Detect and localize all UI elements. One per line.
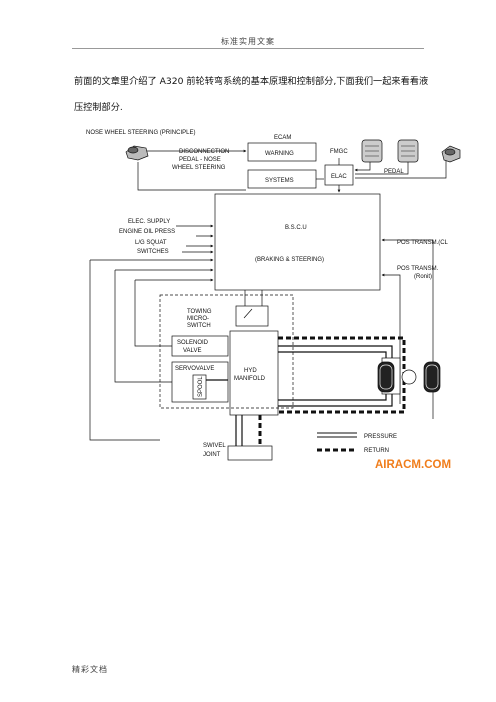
switches-label: SWITCHES — [137, 249, 169, 255]
towing-switch-box — [235, 305, 269, 327]
nose-wheel-hub — [401, 369, 417, 385]
tiller-left-icon — [125, 145, 149, 161]
tiller-right-icon — [441, 145, 461, 163]
diagram-title: NOSE WHEEL STEERING (PRINCIPLE) — [86, 130, 195, 136]
swivel-label: SWIVEL — [203, 443, 226, 449]
spool-label: SPOOL — [198, 376, 204, 397]
elac-label: ELAC — [331, 174, 347, 180]
ecam-label: ECAM — [274, 135, 291, 141]
manifold-label: MANIFOLD — [234, 376, 266, 382]
disconnection-label-2: PEDAL - NOSE — [179, 157, 221, 163]
solenoid-label-2: VALVE — [183, 348, 201, 354]
joint-label: JOINT — [203, 452, 221, 458]
legend-pressure-line — [317, 432, 357, 438]
airacm-watermark: AIRACM.COM — [375, 459, 451, 471]
fmgc-label: FMGC — [330, 149, 348, 155]
pedal-label: PEDAL — [384, 169, 404, 175]
page-header: 标准实用文案 — [221, 37, 275, 46]
pedal-right-icon — [397, 139, 419, 163]
towing-label-3: SWITCH — [187, 323, 211, 329]
pedal-left-icon — [361, 139, 383, 163]
bscu-label: B.S.C.U — [285, 225, 307, 231]
braking-steering-label: (BRAKING & STEERING) — [255, 257, 324, 263]
warning-label: WARNING — [265, 151, 294, 157]
engine-oil-press-label: ENGINE OIL PRESS — [119, 229, 175, 235]
disconnection-label-1: DISCONNECTION — [179, 149, 229, 155]
bscu-box — [214, 193, 381, 291]
lg-squat-label: L/G SQUAT — [135, 240, 167, 246]
page-footer: 精彩文档 — [72, 665, 108, 674]
hyd-manifold-box — [229, 330, 279, 416]
legend-return-label: RETURN — [364, 448, 389, 454]
servovalve-label: SERVOVALVE — [175, 366, 214, 372]
disconnection-label-3: WHEEL STEERING — [172, 165, 226, 171]
right-nose-wheel — [423, 361, 441, 393]
left-nose-wheel — [377, 361, 395, 393]
intro-paragraph: 前面的文章里介绍了 A320 前轮转弯系统的基本原理和控制部分,下面我们一起来看… — [74, 76, 429, 113]
warning-box — [247, 142, 317, 162]
elec-supply-label: ELEC. SUPPLY — [128, 219, 170, 225]
swivel-joint-box — [227, 445, 273, 461]
towing-label-1: TOWING — [187, 309, 212, 315]
towing-label-2: MICRO- — [187, 316, 209, 322]
hyd-label: HYD — [244, 368, 257, 374]
pos-transm-sub-label: (Ronit) — [414, 274, 432, 280]
pos-transm-cl-label: POS TRANSM.(CL — [397, 240, 449, 246]
spool-box — [192, 374, 207, 400]
systems-label: SYSTEMS — [265, 178, 294, 184]
pos-transm-label: POS TRANSM. — [397, 266, 439, 272]
header-rule — [72, 48, 424, 49]
nose-gear-dashed-outline — [159, 294, 294, 409]
solenoid-label-1: SOLENOID — [177, 340, 209, 346]
legend-pressure-label: PRESSURE — [364, 434, 397, 440]
